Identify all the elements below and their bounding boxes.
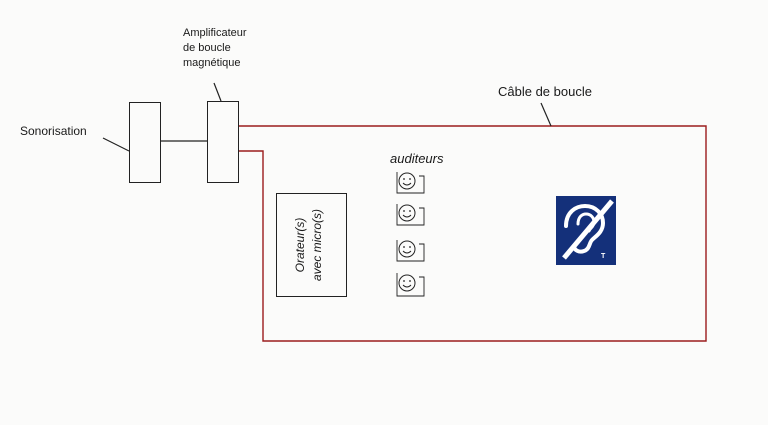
loop-cable [238,125,707,342]
hearing-loop-icon [556,196,616,265]
cable-pointer [540,102,552,127]
amplificateur-label-line3: magnétique [183,57,241,69]
orateur-label: Orateur(s) avec micro(s) [292,200,328,290]
listener-4 [396,273,425,297]
sonorisation-box [129,102,161,183]
amplificateur-box [207,101,239,183]
amplificateur-label: Amplificateur de boucle magnétique [183,26,247,71]
hearing-symbol-letter: T [601,253,606,260]
orateur-label-line1: Orateur(s) [293,217,307,273]
listener-2 [396,204,425,226]
auditeurs-label: auditeurs [390,151,444,166]
sonorisation-label: Sonorisation [20,124,87,138]
amplificateur-pointer [213,82,222,102]
sonorisation-pointer [102,137,130,152]
cable-label: Câble de boucle [498,84,592,99]
orateur-label-line2: avec micro(s) [310,209,324,282]
amplificateur-label-line2: de boucle [183,42,231,54]
amplificateur-label-line1: Amplificateur [183,27,247,39]
orateur-box [276,193,347,297]
listener-3 [396,240,425,262]
listener-1 [396,172,425,194]
